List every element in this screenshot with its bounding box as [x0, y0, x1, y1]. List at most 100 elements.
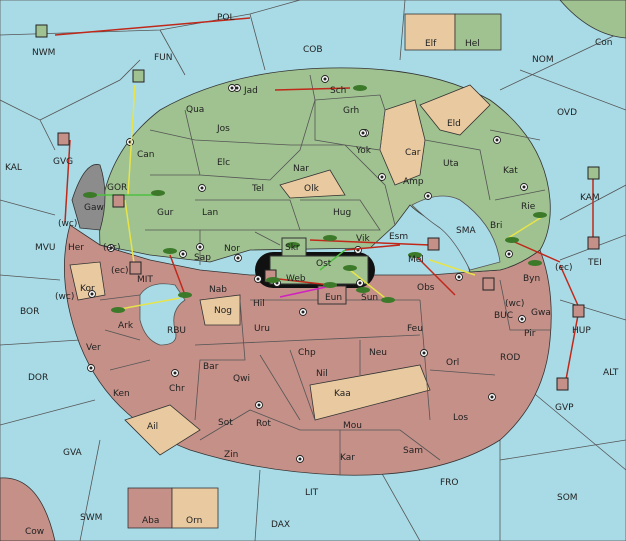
supply-center-dot [235, 86, 239, 90]
region-kor[interactable] [69, 261, 106, 301]
green-labels: Jad Sch Qua Grh Jos Eld Can Car Yok Elc … [84, 86, 536, 269]
region-eld[interactable] [419, 84, 491, 136]
label-kor: Kor [80, 284, 95, 294]
supply-center-dot [323, 77, 327, 81]
region-nog[interactable] [199, 294, 241, 326]
label-gur: Gur [157, 208, 174, 218]
legend-hel-label: Hel [465, 39, 480, 49]
region-olk[interactable] [279, 169, 346, 199]
label-qua: Qua [186, 105, 204, 115]
label-tei: TEI [587, 258, 602, 268]
supply-center-dot [520, 317, 524, 321]
label-dor: DOR [28, 373, 48, 383]
supply-center-dot [90, 292, 94, 296]
label-sam: Sam [403, 446, 423, 456]
label-som: SOM [557, 493, 578, 503]
label-fun: FUN [154, 53, 173, 63]
label-wc-3: (wc) [505, 299, 524, 309]
label-sun: Sun [361, 293, 378, 303]
label-bar: Bar [203, 362, 219, 372]
supply-center-dot [507, 252, 511, 256]
supply-center-dot [361, 131, 365, 135]
label-ec-2: (ec) [111, 266, 129, 276]
label-hil: Hil [253, 299, 265, 309]
label-swm: SWM [80, 513, 102, 523]
supply-centers [87, 75, 528, 463]
supply-center-dot [256, 277, 260, 281]
supply-center-dot [109, 246, 113, 250]
label-gor: GOR [107, 183, 127, 193]
label-nil: Nil [316, 369, 328, 379]
label-tel: Tel [251, 184, 264, 194]
supply-center-dot [490, 395, 494, 399]
label-nwm: NWM [32, 48, 55, 58]
label-pol: POL [217, 13, 235, 23]
label-sot: Sot [218, 418, 233, 428]
label-pir: Pir [524, 329, 536, 339]
label-byn: Byn [523, 274, 540, 284]
label-amp: Amp [403, 177, 424, 187]
label-can: Can [137, 150, 155, 160]
label-nom: NOM [532, 55, 554, 65]
label-qwi: Qwi [233, 374, 250, 384]
label-kar: Kar [340, 453, 355, 463]
label-chr: Chr [169, 384, 185, 394]
label-ovd: OVD [557, 108, 577, 118]
label-web: Web [286, 274, 306, 284]
region-ail[interactable] [124, 404, 201, 456]
label-ec-3: (ec) [555, 263, 573, 273]
inner-sea-sma[interactable] [411, 195, 501, 271]
label-gaw: Gaw [84, 203, 104, 213]
label-con: Con [595, 38, 613, 48]
supply-center-dot [200, 186, 204, 190]
supply-center-dot [298, 457, 302, 461]
label-her: Her [68, 243, 84, 253]
label-lit: LIT [305, 488, 319, 498]
label-bor: BOR [20, 307, 39, 317]
label-ail: Ail [147, 422, 158, 432]
label-zin: Zin [224, 450, 238, 460]
label-mit: MIT [137, 275, 153, 285]
label-mou: Mou [343, 421, 362, 431]
supply-center-dot [380, 175, 384, 179]
label-lan: Lan [202, 208, 218, 218]
label-ec-1: (ec) [103, 243, 121, 253]
label-eld: Eld [447, 119, 461, 129]
label-bri: Bri [490, 221, 502, 231]
label-car: Car [405, 148, 421, 158]
label-yok: Yok [355, 146, 372, 156]
units [35, 24, 600, 391]
label-alt: ALT [603, 368, 619, 378]
label-hup: HUP [572, 326, 591, 336]
label-skr: Skr [285, 243, 300, 253]
red-labels: Her Kor Nab Web Eun Sun Obs Byn Gwa Hil … [68, 243, 551, 463]
label-kal: KAL [5, 163, 22, 173]
legend-orn-label: Orn [186, 516, 202, 526]
supply-center-dot [89, 366, 93, 370]
label-mel: Mel [408, 255, 424, 265]
supply-center-dot [257, 403, 261, 407]
label-gwa: Gwa [531, 308, 551, 318]
label-nor: Nor [224, 244, 240, 254]
label-sma: SMA [456, 226, 476, 236]
label-hug: Hug [333, 208, 351, 218]
supply-center-dot [457, 275, 461, 279]
label-ost: Ost [316, 259, 332, 269]
label-ark: Ark [118, 321, 134, 331]
supply-center-dot [426, 194, 430, 198]
supply-center-dot [198, 245, 202, 249]
region-kaa[interactable] [309, 364, 431, 421]
supply-center-dot [236, 256, 240, 260]
label-uru: Uru [254, 324, 270, 334]
label-rie: Rie [521, 202, 536, 212]
label-cow: Cow [25, 527, 44, 537]
label-sap: Sap [194, 253, 211, 263]
label-ver: Ver [86, 343, 101, 353]
label-ken: Ken [113, 389, 130, 399]
supply-center-dot [422, 351, 426, 355]
label-feu: Feu [407, 324, 423, 334]
label-mvu: MVU [35, 243, 56, 253]
label-kat: Kat [503, 166, 518, 176]
